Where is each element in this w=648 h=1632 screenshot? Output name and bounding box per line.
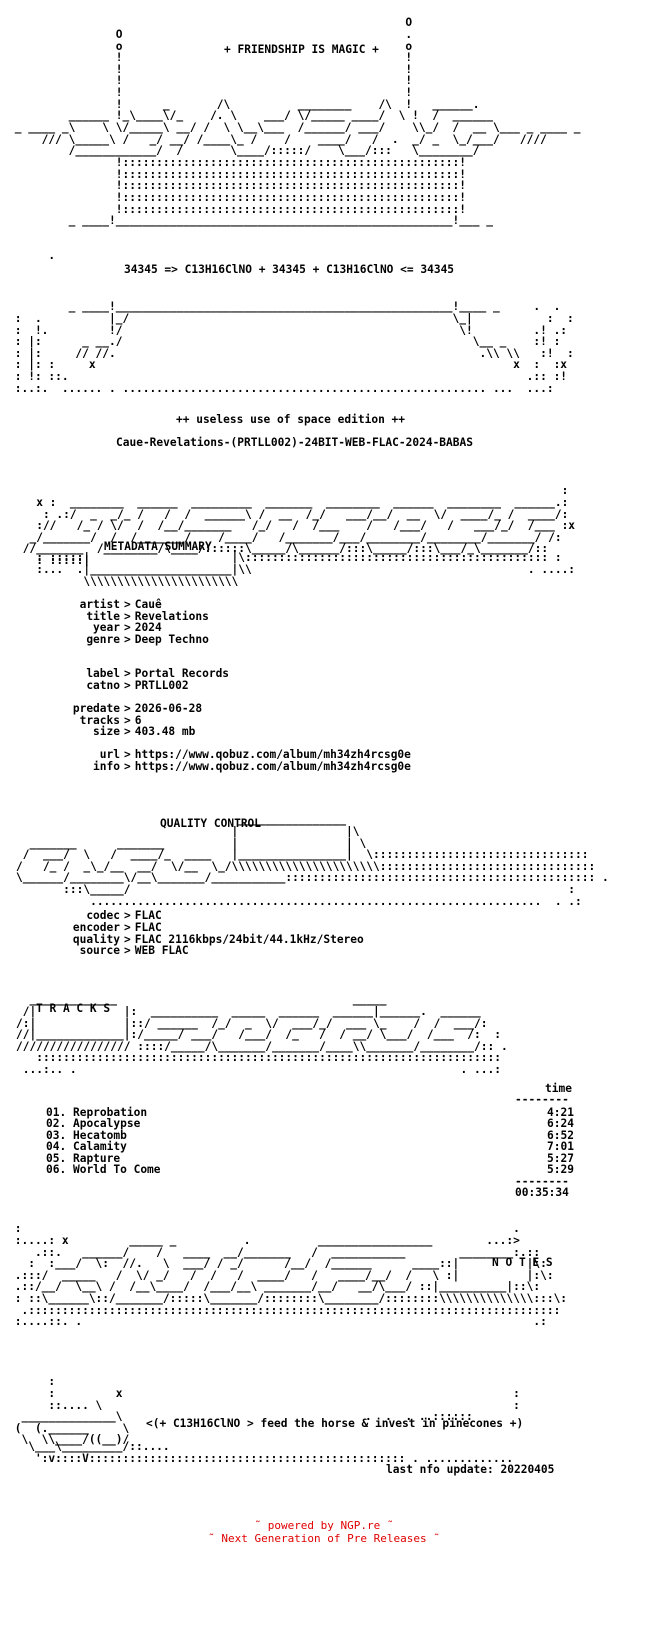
quality-ascii-art: ________________ | |\ _______ _______ | … [16, 813, 609, 908]
metadata-title: METADATA SUMMARY [104, 540, 212, 553]
footer-powered-by[interactable]: ˜ powered by NGP.re ˜ [254, 1519, 394, 1532]
meta-row-url: url>https://www.qobuz.com/album/mh34zh4r… [99, 748, 411, 761]
horse-base-art: \___\_________/::.... ':v::::V::::::::::… [28, 1440, 514, 1465]
url-link[interactable]: https://www.qobuz.com/album/mh34zh4rcsg0… [134, 748, 411, 761]
meta-row-tracks: tracks>6 [79, 714, 142, 727]
formula-line: 34345 => C13H16ClNO + 34345 + C13H16ClNO… [124, 263, 455, 276]
total-time: 00:35:34 [515, 1186, 569, 1199]
notes-title: N O T E S [492, 1256, 553, 1269]
banner: + FRIENDSHIP IS MAGIC + [224, 43, 379, 56]
metadata-title-frame: : :::::| |\:::::::::::::::::::::::::::::… [36, 551, 576, 588]
track-row: 01. Reprobation [46, 1106, 148, 1119]
track-time: 5:27 [547, 1152, 574, 1165]
time-divider-bottom: -------- [515, 1175, 569, 1188]
tracks-title: T R A C K S [36, 1002, 111, 1015]
header-ascii-art: O O . o o ! ! [14, 16, 581, 263]
track-row: 05. Rapture [46, 1152, 121, 1165]
meta-row-artist: artist>Cauê [79, 598, 162, 611]
meta-row-title: title>Revelations [86, 610, 209, 623]
track-time: 5:29 [547, 1163, 574, 1176]
qc-row-source: source>WEB FLAC [79, 944, 189, 957]
release-name: Caue-Revelations-(PRTLL002)-24BIT-WEB-FL… [116, 436, 473, 449]
footer-tagline: ˜ Next Generation of Pre Releases ˜ [208, 1532, 440, 1545]
track-time: 4:21 [547, 1106, 574, 1119]
meta-row-label: label>Portal Records [86, 667, 230, 680]
meta-row-info: info>https://www.qobuz.com/album/mh34zh4… [93, 760, 411, 773]
tracks-ascii-art: _____________ _____ /| |: __________ ___… [16, 993, 508, 1077]
qc-row-encoder: encoder>FLAC [72, 921, 162, 934]
track-time: 6:24 [547, 1117, 574, 1130]
notes-ascii-art: : . :....: x _____ _ . _________________… [14, 1222, 568, 1329]
horse-ascii-art: : : x : ::.... \ : ______________\ [14, 1375, 520, 1447]
qc-row-quality: quality>FLAC 2116kbps/24bit/44.1kHz/Ster… [72, 933, 364, 946]
meta-row-catno: catno>PRTLL002 [86, 679, 189, 692]
meta-row-size: size>403.48 mb [93, 725, 196, 738]
track-row: 06. World To Come [46, 1163, 161, 1176]
track-row: 03. Hecatomb [46, 1129, 127, 1142]
time-divider-top: -------- [515, 1093, 569, 1106]
meta-row-year: year>2024 [93, 621, 162, 634]
edition-line: ++ useless use of space edition ++ [176, 413, 406, 426]
tagline: <(+ C13H16ClNO > feed the horse & invest… [146, 1417, 524, 1430]
track-row: 02. Apocalypse [46, 1117, 141, 1130]
meta-row-genre: genre>Deep Techno [86, 633, 209, 646]
track-time: 7:01 [547, 1140, 574, 1153]
last-update: last nfo update: 20220405 [386, 1463, 555, 1476]
track-row: 04. Calamity [46, 1140, 127, 1153]
meta-row-predate: predate>2026-06-28 [72, 702, 203, 715]
time-header: time [545, 1082, 572, 1095]
track-time: 6:52 [547, 1129, 574, 1142]
metadata-ascii-art: : x : ________ ______ _________ _______ … [22, 484, 576, 568]
qc-row-codec: codec>FLAC [86, 909, 162, 922]
header-frame-art: _ ____!_________________________________… [14, 300, 574, 395]
quality-title: QUALITY CONTROL [160, 817, 262, 830]
info-link[interactable]: https://www.qobuz.com/album/mh34zh4rcsg0… [134, 760, 411, 773]
